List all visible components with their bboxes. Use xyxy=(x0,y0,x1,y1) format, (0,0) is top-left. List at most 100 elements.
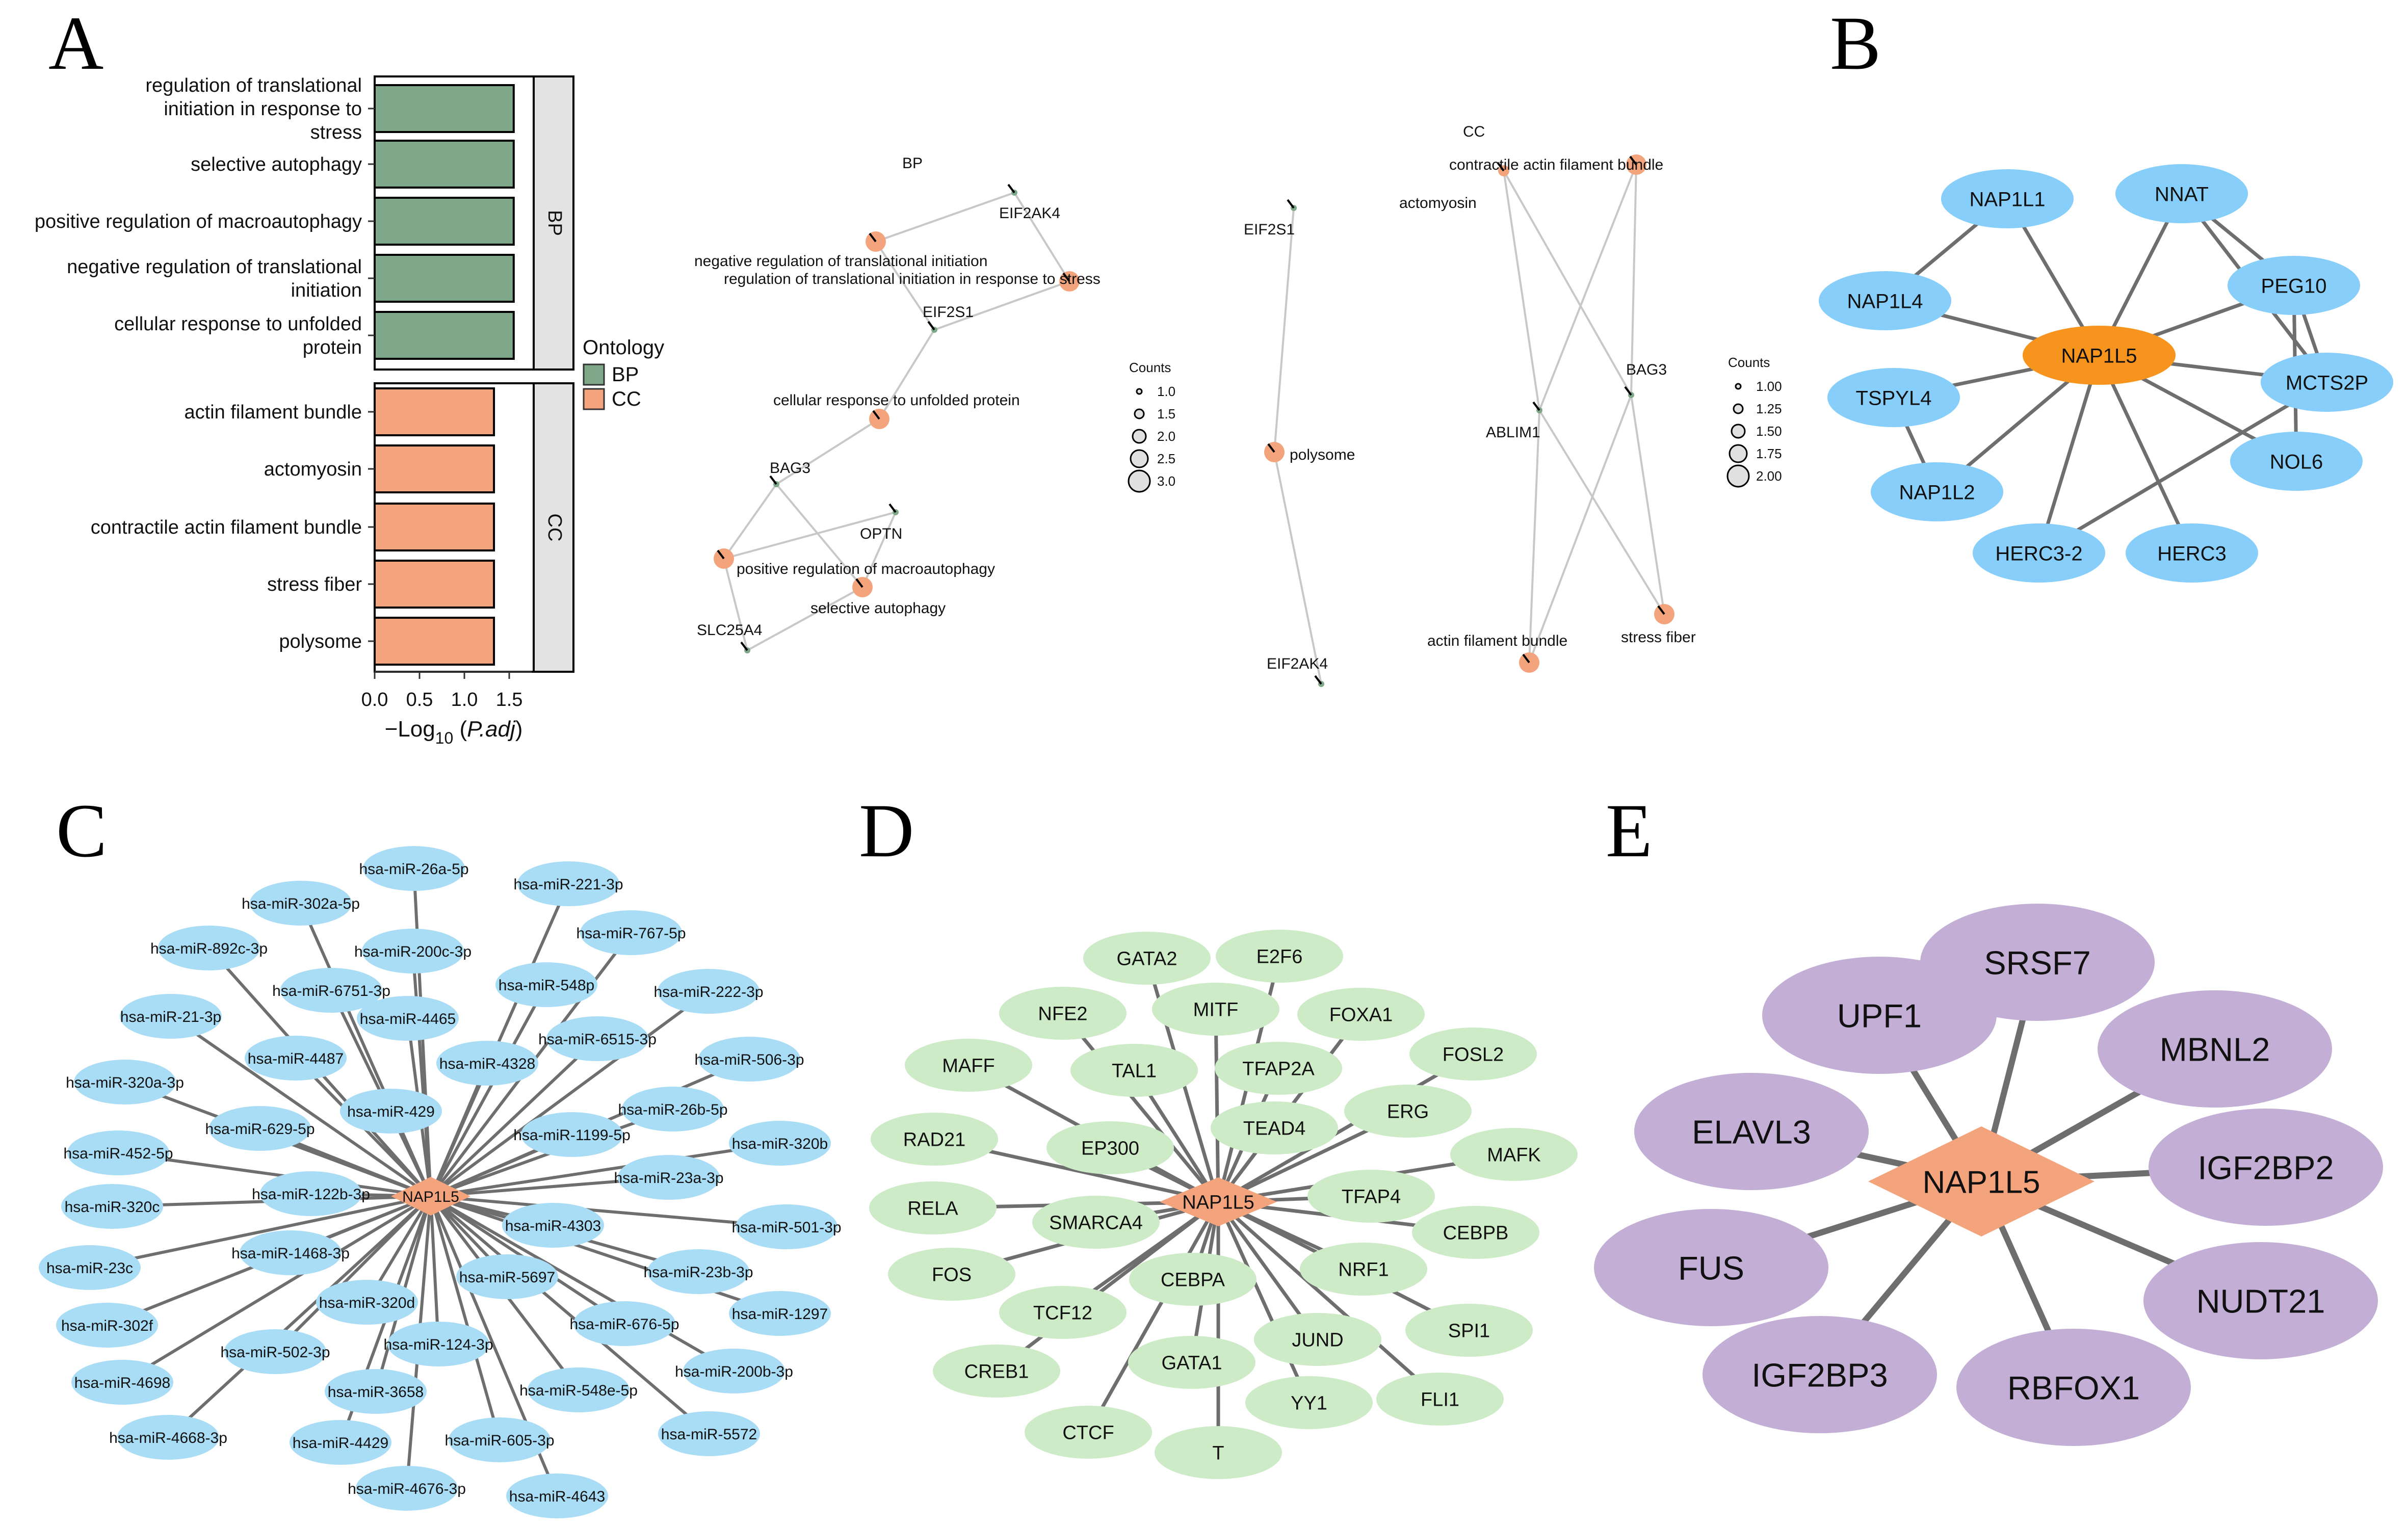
node-label: negative regulation of translational ini… xyxy=(694,253,987,270)
node-label: PEG10 xyxy=(2261,275,2327,297)
node-hsa-mir-4668-3p xyxy=(117,1415,219,1460)
node-label: hsa-miR-26b-5p xyxy=(618,1101,727,1118)
x-axis-label-prefix: −Log xyxy=(385,717,435,742)
node-label: EIF2AK4 xyxy=(999,205,1060,222)
node-label: hsa-miR-6751-3p xyxy=(272,983,390,999)
node-mafk xyxy=(1450,1128,1578,1181)
node-nap1l2 xyxy=(1871,462,2003,521)
y-tick-label-line: initiation in response to xyxy=(164,98,362,120)
y-tick-label-line: stress fiber xyxy=(267,574,362,595)
node-mbnl2 xyxy=(2098,990,2332,1108)
network-edge xyxy=(878,329,935,420)
node-label: MBNL2 xyxy=(2160,1031,2270,1068)
network-edge xyxy=(430,1195,735,1373)
network-edge xyxy=(747,586,863,651)
node-rela xyxy=(869,1181,997,1234)
network-edge xyxy=(723,483,777,560)
legend-label: BP xyxy=(612,363,639,386)
legend-swatch-cc xyxy=(583,388,605,410)
panel-letter-d: D xyxy=(859,788,914,873)
network-edge xyxy=(430,1195,710,1435)
network-edge xyxy=(118,1151,431,1198)
node-hsa-mir-4303 xyxy=(502,1203,604,1248)
network-edge xyxy=(1538,164,1637,411)
node-label: NOL6 xyxy=(2270,451,2323,473)
network-edge xyxy=(995,1200,1220,1373)
node-hsa-mir-5697 xyxy=(456,1254,558,1299)
node-label: GATA1 xyxy=(1162,1353,1222,1374)
network-edge xyxy=(934,280,1070,331)
x-axis-label-italic: P.adj xyxy=(467,717,516,742)
node-label: hsa-miR-4668-3p xyxy=(109,1430,227,1446)
y-tick-label: actin filament bundle xyxy=(184,402,362,423)
node-label: FOXA1 xyxy=(1329,1005,1393,1026)
node-hsa-mir-4465 xyxy=(357,996,459,1041)
node-label: hsa-miR-124-3p xyxy=(383,1336,493,1353)
network-edge xyxy=(723,511,896,560)
node-mcts2p xyxy=(2261,353,2393,412)
node-label: hsa-miR-501-3p xyxy=(731,1219,841,1236)
counts-legend-title: Counts xyxy=(1728,355,1770,370)
node-label: HERC3 xyxy=(2157,542,2227,565)
node-label: hsa-miR-122b-3p xyxy=(252,1186,370,1203)
counts-legend-title: Counts xyxy=(1129,360,1171,375)
node-label: BAG3 xyxy=(770,460,810,477)
node-hsa-mir-676-5p xyxy=(573,1301,675,1346)
node-label: BAG3 xyxy=(1626,361,1667,378)
network-edge xyxy=(2037,354,2101,554)
node-label: hsa-miR-200b-3p xyxy=(675,1363,793,1380)
network-edge xyxy=(430,990,710,1198)
node-hsa-mir-320a-3p xyxy=(74,1060,176,1104)
counts-legend-label: 2.5 xyxy=(1157,451,1175,466)
label-leader xyxy=(1314,675,1322,685)
node-label: hsa-miR-892c-3p xyxy=(150,940,268,957)
node-label: hsa-miR-4328 xyxy=(439,1056,535,1072)
node-yy1 xyxy=(1245,1376,1373,1429)
node-hsa-mir-4643 xyxy=(506,1473,608,1518)
node-label: NAP1L1 xyxy=(1970,188,2046,210)
network-edge xyxy=(429,1037,599,1198)
node-label: selective autophagy xyxy=(810,600,946,617)
node-hsa-mir-548e-5p xyxy=(528,1367,630,1412)
node-label: hsa-miR-767-5p xyxy=(576,925,686,942)
node-label: FOS xyxy=(932,1265,972,1286)
node-foxa1 xyxy=(1297,988,1425,1041)
legend-swatch-bp xyxy=(583,363,605,386)
x-axis-label: −Log10 (P.adj) xyxy=(385,717,523,747)
network-edge xyxy=(411,951,432,1197)
y-tick-label: selective autophagy xyxy=(191,154,362,175)
node-label: NAP1L4 xyxy=(1847,290,1923,312)
panel-letter-e: E xyxy=(1606,788,1653,873)
network-edge xyxy=(1216,1201,1311,1404)
node-label: hsa-miR-302f xyxy=(61,1318,153,1334)
y-tick-label-line: protein xyxy=(303,337,362,358)
node-hsa-mir-302a-5p xyxy=(250,881,352,926)
label-leader xyxy=(1267,443,1275,453)
label-leader xyxy=(1287,199,1295,209)
network-edge xyxy=(429,1196,440,1345)
counts-legend-key xyxy=(1132,429,1147,444)
node-label: SLC25A4 xyxy=(697,622,762,639)
node-label: hsa-miR-4303 xyxy=(505,1218,601,1234)
node-hsa-mir-1199-5p xyxy=(521,1112,623,1157)
x-tick-label: 0.5 xyxy=(406,689,433,710)
node-label: FOSL2 xyxy=(1443,1044,1504,1066)
rbp-network: SRSF7UPF1MBNL2ELAVL3IGF2BP2FUSNUDT21IGF2… xyxy=(1594,904,2383,1446)
network-edge xyxy=(2038,380,2328,555)
node-label: E2F6 xyxy=(1257,946,1303,968)
node-hsa-mir-23a-3p xyxy=(618,1155,720,1200)
node-hsa-mir-21-3p xyxy=(120,994,222,1039)
node-label: hsa-miR-4698 xyxy=(74,1375,170,1391)
node-label: hsa-miR-5572 xyxy=(661,1426,757,1443)
node-label: regulation of translational initiation i… xyxy=(724,271,1101,287)
node-label: hsa-miR-429 xyxy=(347,1103,435,1120)
node-hsa-mir-629-5p xyxy=(209,1106,311,1151)
node-label: JUND xyxy=(1292,1330,1343,1351)
node-hsa-mir-200b-3p xyxy=(683,1349,785,1393)
node-hsa-mir-1468-3p xyxy=(240,1230,342,1275)
panel-letter-c: C xyxy=(56,788,107,873)
node-label: contractile actin filament bundle xyxy=(1449,156,1663,173)
bar-selective-autophagy xyxy=(374,140,515,189)
node-label: hsa-miR-21-3p xyxy=(120,1009,221,1025)
